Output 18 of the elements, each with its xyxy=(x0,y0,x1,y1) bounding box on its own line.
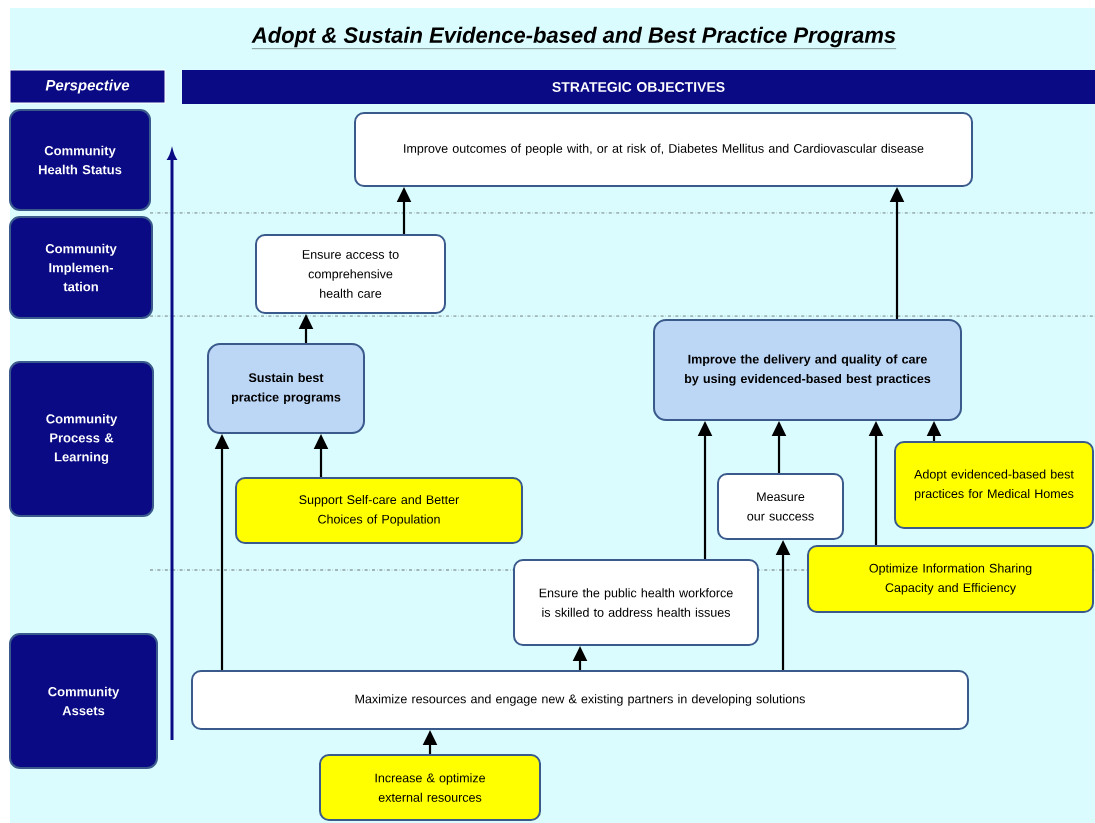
header-band: STRATEGIC OBJECTIVES xyxy=(182,70,1095,104)
objective-box: Optimize Information Sharing Capacity and Efficiency xyxy=(807,545,1094,613)
objective-box: Sustain best practice programs xyxy=(207,343,365,434)
objective-box: Ensure the public health workforce is skilled to address health issues xyxy=(513,559,759,646)
objective-box: Ensure access to comprehensive health care xyxy=(255,234,446,314)
title: Adopt & Sustain Evidence-based and Best Practice Programs xyxy=(251,26,897,49)
objective-box: Measure our success xyxy=(717,473,844,540)
perspective-box: Community Implemen-tation xyxy=(9,216,153,319)
perspective-box: Community Assets xyxy=(9,633,158,769)
header-box: Perspective xyxy=(9,69,166,104)
perspective-box: Community Health Status xyxy=(9,109,151,211)
objective-box: Maximize resources and engage new & existing partners in developing solutions xyxy=(191,670,969,730)
objective-box: Improve the delivery and quality of care by using evidenced-based best practices xyxy=(653,319,962,421)
perspective-box: Community Process & Learning xyxy=(9,361,154,517)
objective-box: Adopt evidenced-based best practices for Medical Homes xyxy=(894,441,1094,529)
objective-box: Improve outcomes of people with, or at risk of, Diabetes Mellitus and Cardiovascular disease xyxy=(354,112,973,187)
objective-box: Support Self-care and Better Choices of Population xyxy=(235,477,523,544)
objective-box: Increase & optimize external resources xyxy=(319,754,541,821)
